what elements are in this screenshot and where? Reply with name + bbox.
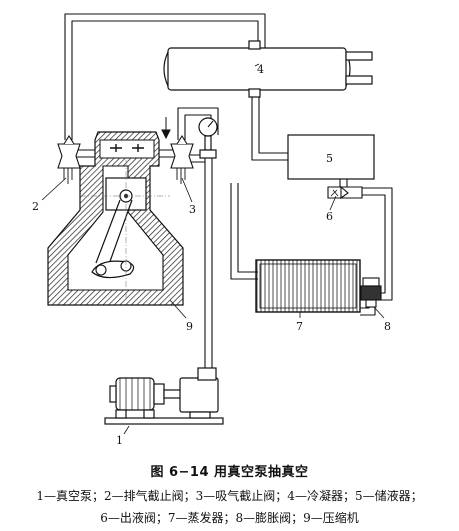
label-2: 2 [32,200,39,213]
expansion-valve [360,277,382,308]
discharge-stop-valve [57,134,81,184]
legend-line-2: 6—出液阀；7—蒸发器；8—膨胀阀；9—压缩机 [100,511,359,525]
label-5: 5 [326,152,333,165]
label-1: 1 [116,434,123,447]
label-9: 9 [186,320,193,333]
suction-pipe [230,183,258,280]
receiver [287,134,375,180]
label-7: 7 [296,320,303,333]
leader-lines [41,63,385,435]
pressure-gauge [198,117,218,159]
liquid-outlet-valve [327,185,363,200]
figure-caption-title: 图 6−14 用真空泵抽真空 [150,465,309,480]
compressor [47,131,184,306]
label-4: 4 [257,63,264,76]
receiver-outlet-pipe [339,178,348,188]
vacuum-pump [104,367,224,425]
label-3: 3 [189,203,196,216]
label-8: 8 [384,320,391,333]
suction-stop-valve [170,134,194,184]
vacuum-pump-diagram: 1 2 3 4 5 6 7 8 9 [32,13,393,447]
condenser-outlet-pipe [251,90,288,161]
evaporator [255,259,361,313]
condenser [163,40,373,98]
service-pipe [204,158,213,368]
label-6: 6 [326,210,333,223]
flow-arrow [161,117,171,140]
legend-line-1: 1—真空泵；2—排气截止阀；3—吸气截止阀；4—冷凝器；5—储液器； [36,489,423,503]
discharge-pipe [64,13,266,140]
